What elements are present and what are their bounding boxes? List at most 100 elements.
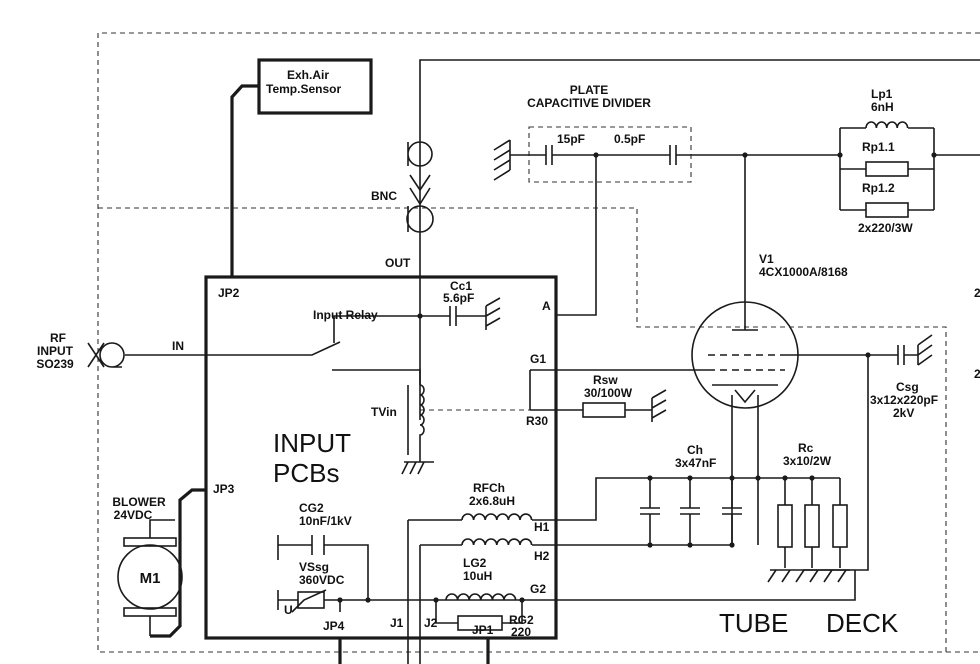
- label-g1: G1: [530, 352, 546, 366]
- ground-rc-icon: [767, 569, 850, 583]
- label-input-pcbs: INPUT: [273, 428, 351, 458]
- varistor-vssg: [297, 591, 325, 609]
- lp1-network: [839, 127, 980, 211]
- junction-dot: [782, 475, 788, 481]
- label-rp-value: 2x220/3W: [858, 221, 913, 235]
- tube-grids: [708, 354, 785, 371]
- junction-dot: [417, 313, 423, 319]
- inductor-lp1: [865, 121, 909, 129]
- inductor-rfch-2: [461, 538, 533, 546]
- label-cc1: Cc1: [450, 279, 472, 293]
- relay-wires: [332, 315, 486, 385]
- cap-ch-bank: [640, 478, 742, 545]
- label-so239: SO239: [36, 357, 74, 371]
- junction-dot: [931, 152, 937, 158]
- edge-label: 2: [974, 286, 980, 300]
- resistor-rsw: [582, 402, 626, 418]
- label-blower-voltage: 24VDC: [114, 508, 153, 522]
- top-hv-wire: [419, 59, 980, 420]
- label-jp2: JP2: [218, 286, 240, 300]
- label-j1: J1: [390, 616, 404, 630]
- in-wire: [125, 341, 341, 356]
- label-r30: R30: [526, 414, 548, 428]
- plate-divider-title: PLATE: [570, 83, 608, 97]
- cap-cc1: [449, 306, 457, 326]
- rc-wires: [784, 478, 841, 568]
- bottom-cables: [338, 638, 490, 664]
- label-rf: RF: [50, 331, 66, 345]
- junction-dot: [755, 475, 761, 481]
- junction-dot: [687, 475, 693, 481]
- motor-brush-bottom: [123, 607, 177, 617]
- label-15pf: 15pF: [557, 132, 585, 146]
- junction-dot: [729, 475, 735, 481]
- junction-dot: [809, 475, 815, 481]
- label-rfch-value: 2x6.8uH: [469, 494, 515, 508]
- label-h1: H1: [534, 520, 550, 534]
- junction-dot: [433, 597, 439, 603]
- blower-cable: [150, 488, 206, 638]
- label-lg2-value: 10uH: [463, 569, 492, 583]
- label-a: A: [542, 299, 551, 313]
- junction-dot: [647, 475, 653, 481]
- label-rsw-value: 30/100W: [584, 386, 633, 400]
- label-rc-value: 3x10/2W: [783, 454, 832, 468]
- label-vssg: VSsg: [299, 560, 329, 574]
- cap-05pf: [669, 145, 677, 165]
- ground-rsw-icon: [651, 389, 667, 422]
- resistor-rp11: [865, 161, 909, 177]
- label-input-relay: Input Relay: [313, 308, 378, 322]
- rfch-wires: [407, 519, 556, 664]
- outer-enclosure-border: [97, 32, 980, 653]
- label-cg2-value: 10nF/1kV: [299, 514, 352, 528]
- rf-input-connector-icon: [87, 342, 125, 368]
- label-blower: BLOWER: [112, 495, 166, 509]
- label-rp12: Rp1.2: [862, 181, 895, 195]
- ground-cc1-icon: [485, 297, 501, 330]
- label-lg2: LG2: [463, 556, 487, 570]
- label-rg2-value: 220: [511, 625, 531, 639]
- cap-15pf: [545, 145, 553, 165]
- label-ch-value: 3x47nF: [675, 456, 716, 470]
- label-jp4: JP4: [323, 619, 345, 633]
- input-pcbs-board: [204, 275, 558, 640]
- inductor-rfch-1: [461, 513, 533, 521]
- label-csg-value: 3x12x220pF: [870, 393, 938, 407]
- label-05pf: 0.5pF: [614, 132, 645, 146]
- resistor-rc-3: [832, 504, 848, 548]
- g2-line: [556, 570, 856, 601]
- junction-dot: [865, 352, 871, 358]
- sensor-cable: [230, 84, 259, 277]
- label-rfch: RFCh: [473, 481, 505, 495]
- resistor-rc-2: [804, 504, 820, 548]
- label-m1: M1: [140, 570, 161, 587]
- resistor-rp12: [865, 202, 909, 218]
- label-jp3: JP3: [213, 482, 235, 496]
- label-jp1: JP1: [472, 623, 494, 637]
- cap-cg2: [311, 535, 325, 555]
- blower-wire: [149, 519, 175, 636]
- label-lp1-value: 6nH: [871, 100, 894, 114]
- plate-lead: [732, 155, 758, 331]
- junction-dot: [729, 542, 735, 548]
- label-h2: H2: [534, 549, 550, 563]
- heater-wires: [556, 477, 840, 546]
- label-ch: Ch: [687, 443, 703, 457]
- motor-brush-top: [123, 537, 177, 547]
- label-bnc: BNC: [371, 189, 397, 203]
- resistor-rc-1: [777, 504, 793, 548]
- label-u: U: [284, 603, 293, 617]
- label-lp1: Lp1: [871, 87, 893, 101]
- resistor-rg2: [457, 615, 503, 631]
- label-tube-deck: TUBE: [719, 608, 788, 638]
- cg2-wires: [277, 535, 369, 600]
- junction-dot: [647, 542, 653, 548]
- lg2-wires: [435, 600, 523, 624]
- g1-lead: [529, 369, 708, 410]
- junction-dot: [337, 597, 343, 603]
- label-rsw: Rsw: [593, 373, 618, 387]
- label-csg: Csg: [896, 380, 919, 394]
- label-j2: J2: [424, 616, 438, 630]
- ground-csg-icon: [917, 334, 933, 366]
